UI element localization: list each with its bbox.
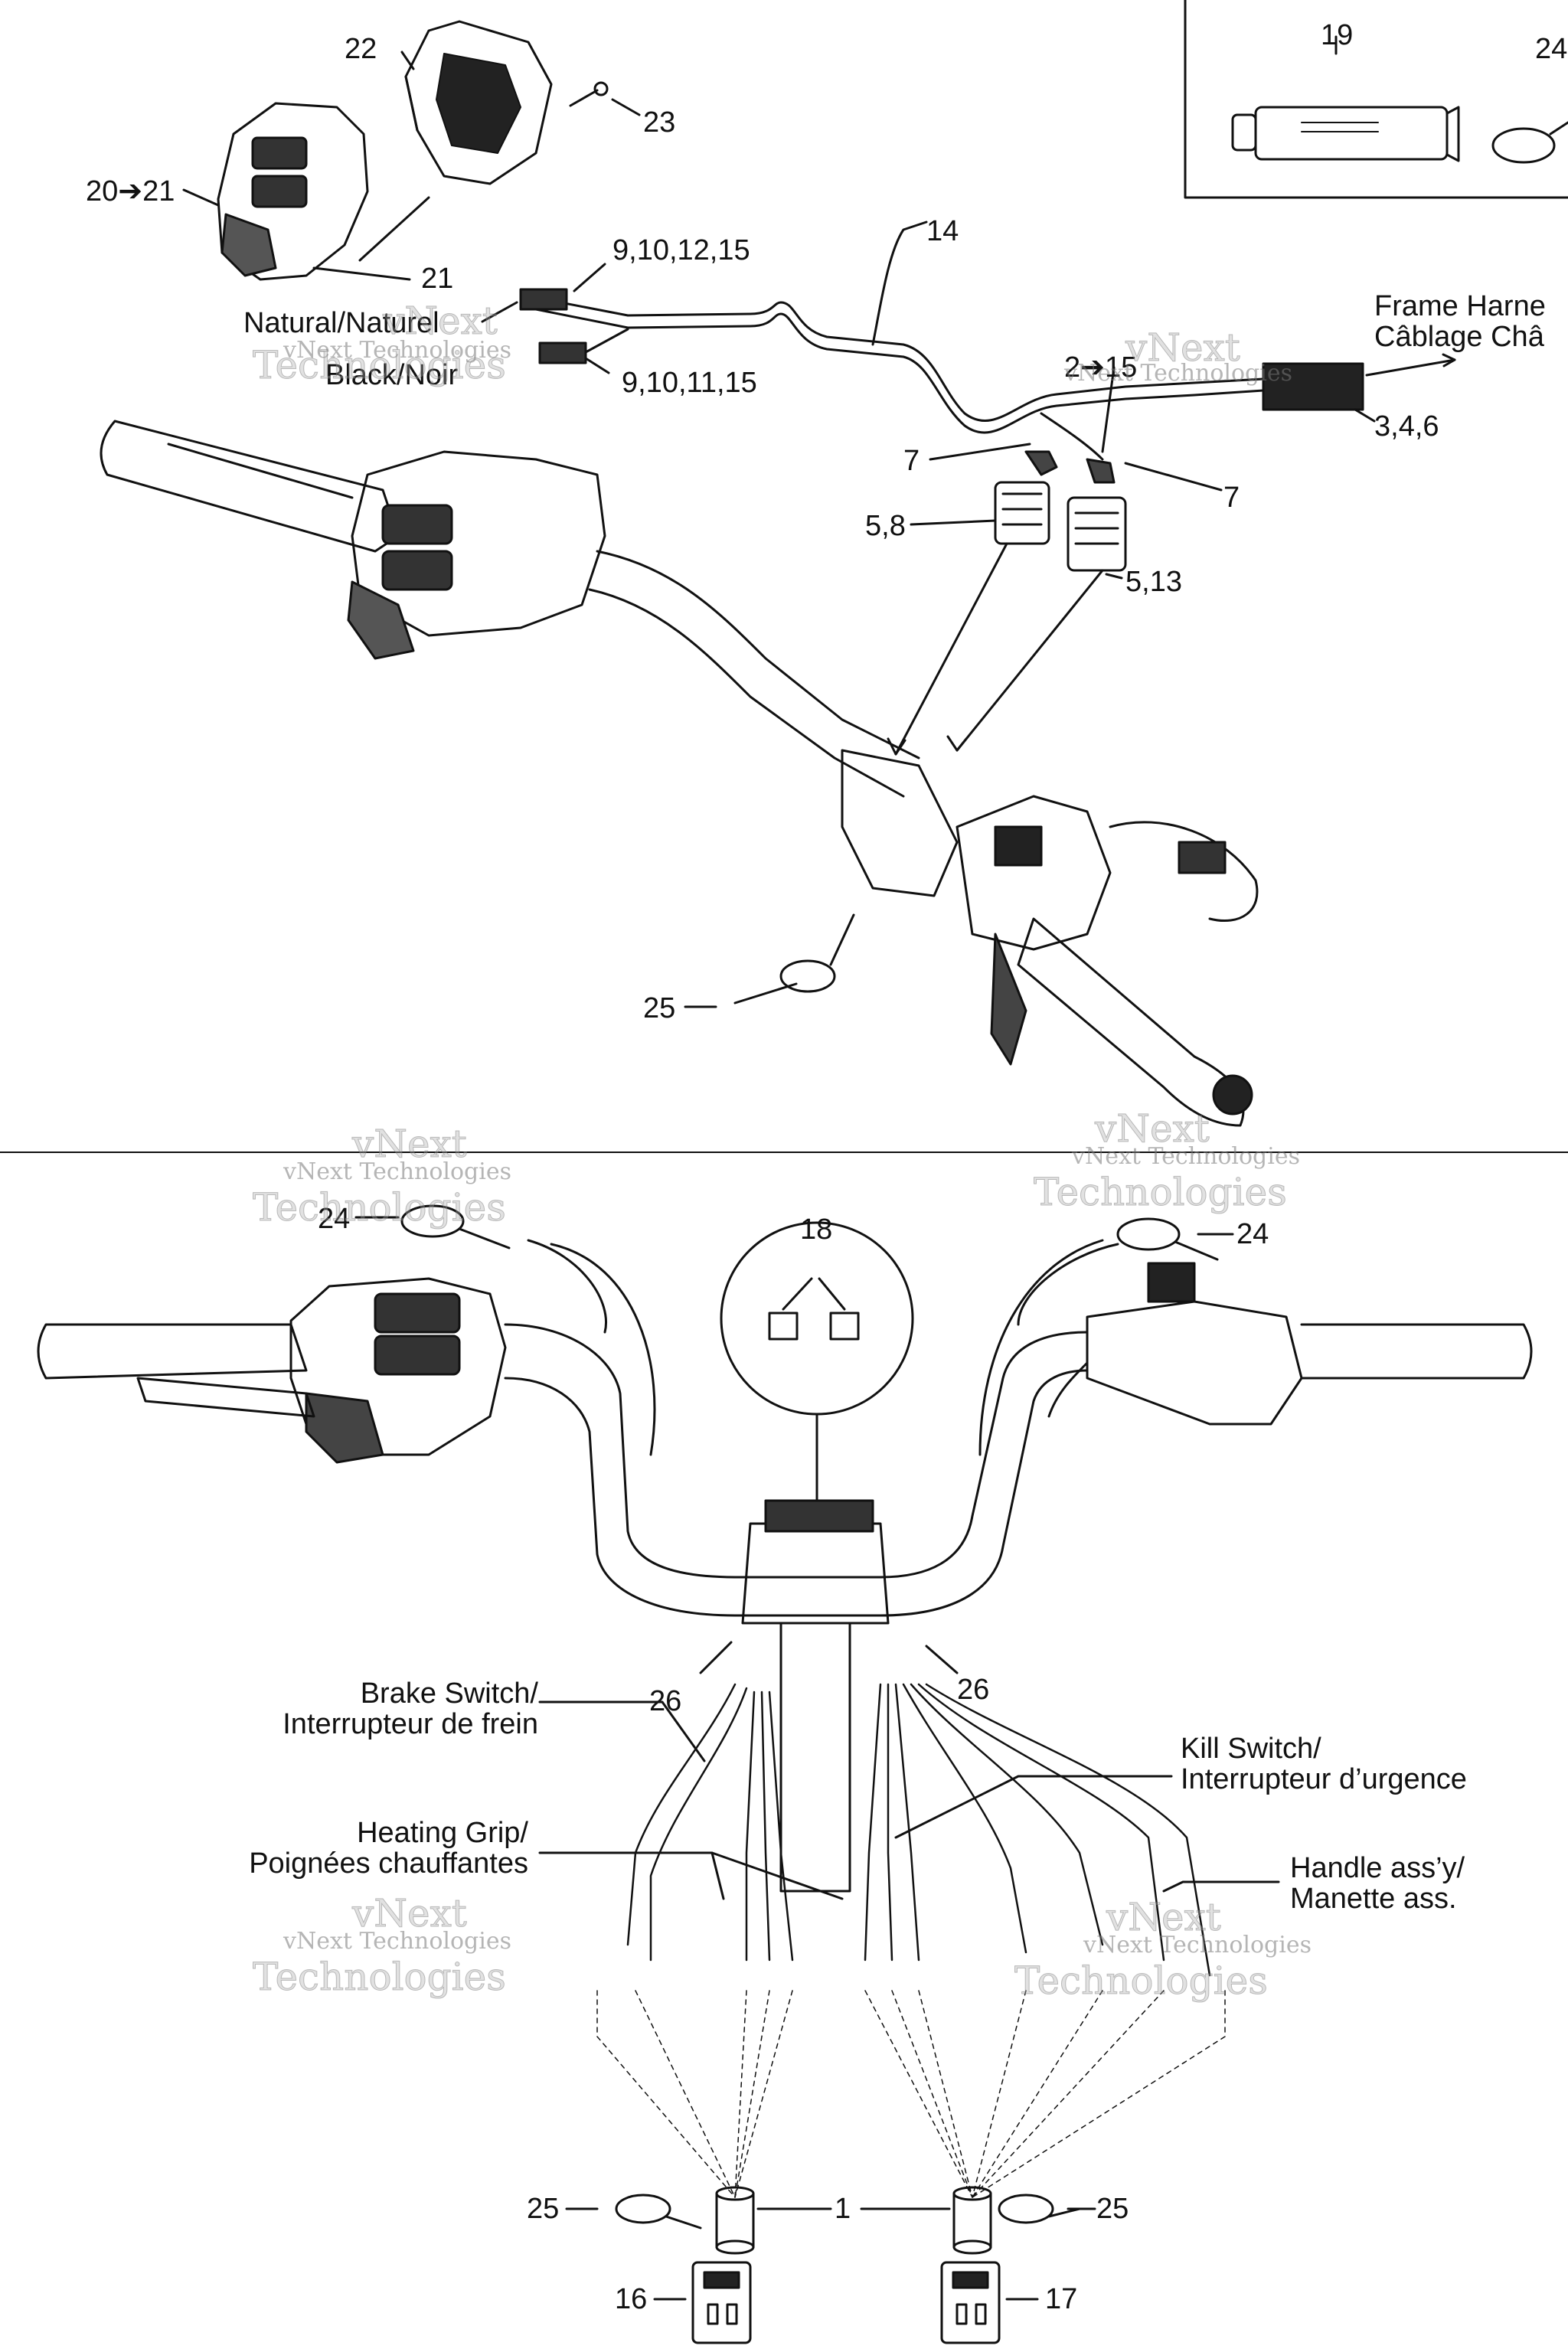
callout-3-4-6: 3,4,6 <box>1374 410 1439 443</box>
detail-circle-18 <box>720 1221 914 1525</box>
callout-24-left: 24 <box>318 1203 351 1235</box>
sleeve-left-1 <box>715 2186 755 2255</box>
arrow-24-right-b <box>978 1239 1104 1456</box>
callout-5-8: 5,8 <box>865 510 906 542</box>
connector-17 <box>940 2261 1001 2344</box>
switch-housing-cover-22 <box>404 20 553 185</box>
callout-26-left: 26 <box>649 1685 682 1717</box>
guide-5-13 <box>956 569 1104 752</box>
screw-23 <box>569 81 609 107</box>
leader-brake <box>538 1700 706 1762</box>
label-kill-switch-2: Interrupteur d’urgence <box>1181 1763 1467 1795</box>
arrow-24-left-b <box>550 1243 656 1456</box>
sleeve-right-1 <box>952 2186 992 2255</box>
callout-2-15: 2➔15 <box>1064 351 1138 384</box>
leader-9-10-12-15 <box>573 263 606 292</box>
leader-kill <box>894 1775 1173 1839</box>
label-handle-assy-2: Manette ass. <box>1290 1883 1457 1915</box>
leader-20-21 <box>182 188 220 207</box>
leader-handle <box>1162 1880 1280 1893</box>
leader-23 <box>611 98 641 116</box>
connector-natural <box>519 288 568 311</box>
callout-14: 14 <box>926 215 959 247</box>
leader-5-8 <box>910 519 997 526</box>
leader-21b <box>358 196 430 262</box>
guide-25 <box>829 913 855 966</box>
label-kill-switch-1: Kill Switch/ <box>1181 1733 1321 1765</box>
label-frame-harness-1: Frame Harne <box>1374 290 1546 322</box>
switch-housing-20 <box>217 102 369 281</box>
label-heating-grip-1: Heating Grip/ <box>357 1817 528 1849</box>
leader-5-13 <box>1105 573 1123 580</box>
callout-19: 19 <box>1321 19 1354 51</box>
callout-7-right: 7 <box>1223 482 1240 514</box>
label-black: Black/Noir <box>325 359 459 391</box>
callout-20-21: 20➔21 <box>86 175 175 207</box>
connector-5-13 <box>1067 458 1127 572</box>
label-frame-harness-2: Câblage Châ <box>1374 321 1544 353</box>
leader-22 <box>400 51 415 70</box>
callout-16: 16 <box>615 2283 648 2315</box>
label-handle-assy-1: Handle ass’y/ <box>1290 1852 1465 1884</box>
connector-5-8 <box>994 450 1058 545</box>
leader-7-right <box>1124 462 1223 492</box>
callout-21: 21 <box>421 263 454 295</box>
callout-22: 22 <box>345 33 377 65</box>
callout-25-mid: 25 <box>643 992 676 1024</box>
callout-9-10-12-15: 9,10,12,15 <box>612 234 750 266</box>
label-heating-grip-2: Poignées chauffantes <box>249 1847 528 1880</box>
leader-21 <box>312 266 411 281</box>
arrow-24-right-a <box>1017 1243 1119 1326</box>
callout-1: 1 <box>835 2193 851 2225</box>
cable-tie-24-right <box>1116 1217 1219 1261</box>
callout-17: 17 <box>1045 2283 1078 2315</box>
cable-tie-25-bl <box>615 2194 702 2230</box>
wire-bundle <box>626 1683 1211 1977</box>
callout-24-right: 24 <box>1236 1218 1269 1250</box>
arrow-24-left-a <box>527 1239 607 1334</box>
callout-18: 18 <box>800 1214 833 1246</box>
inset-frame <box>1184 0 1568 199</box>
callout-23: 23 <box>643 106 676 139</box>
leader-26-right <box>925 1645 959 1674</box>
dashed-guides <box>596 1990 1226 2198</box>
label-brake-switch-1: Brake Switch/ <box>360 1677 538 1710</box>
leader-3-4-6 <box>1354 408 1376 423</box>
leader-7-left <box>929 443 1031 461</box>
cable-tie-24-top <box>1491 121 1568 164</box>
cable-tie-24-left <box>400 1204 511 1250</box>
harness-14 <box>519 293 1265 461</box>
cable-tie-25-mid <box>733 959 836 1004</box>
connector-16 <box>691 2261 752 2344</box>
callout-7-left: 7 <box>903 445 920 477</box>
callout-24-top: 24 <box>1535 33 1568 65</box>
callout-26-right: 26 <box>957 1674 990 1706</box>
leader-14 <box>871 220 928 346</box>
lower-handlebar <box>37 1262 1533 1893</box>
upper-handlebar <box>100 420 1259 1127</box>
label-brake-switch-2: Interrupteur de frein <box>283 1708 538 1740</box>
connector-black <box>538 328 629 364</box>
callout-25-bottom-left: 25 <box>527 2193 560 2225</box>
grease-tube-19 <box>1231 35 1460 162</box>
leader-26-left <box>699 1641 733 1674</box>
cable-tie-25-br <box>998 2194 1081 2224</box>
guide-5-8 <box>894 542 1008 756</box>
leader-heating-b <box>710 1851 844 1900</box>
leader-9-10-11-15 <box>584 357 610 374</box>
callout-25-bottom-right: 25 <box>1096 2193 1129 2225</box>
label-natural: Natural/Naturel <box>243 307 439 339</box>
leader-natural <box>481 301 518 323</box>
frame-harness-connector <box>1262 353 1456 411</box>
callout-9-10-11-15: 9,10,11,15 <box>622 367 757 399</box>
leader-2-15 <box>1101 366 1116 453</box>
callout-5-13: 5,13 <box>1125 566 1182 598</box>
